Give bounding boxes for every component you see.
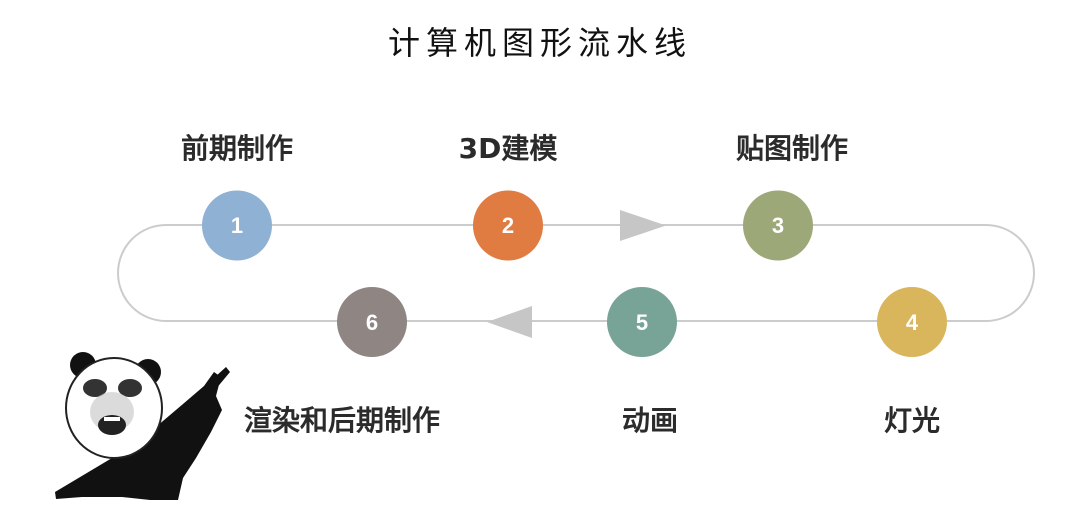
step-2: 3D建模 2: [459, 132, 559, 261]
step-4: 4 灯光: [877, 287, 947, 437]
step-5: 5 动画: [607, 287, 678, 437]
step-label: 前期制作: [181, 132, 293, 165]
diagram-title: 计算机图形流水线: [387, 24, 692, 62]
step-circle: [743, 190, 813, 261]
step-number: 6: [366, 310, 378, 335]
step-circle: [337, 287, 407, 357]
step-1: 前期制作 1: [181, 132, 293, 261]
arrow-right-icon: [620, 210, 666, 241]
step-circle: [202, 190, 272, 261]
step-number: 4: [906, 310, 919, 335]
step-circle: [473, 190, 543, 261]
step-label: 灯光: [884, 404, 940, 437]
pipeline-track: [117, 224, 1035, 322]
step-3: 贴图制作 3: [736, 132, 848, 261]
step-label: 渲染和后期制作: [244, 404, 440, 437]
arrow-left-icon: [487, 306, 532, 338]
panda-meme-icon: [55, 352, 230, 500]
step-label: 3D建模: [459, 132, 559, 165]
step-number: 3: [772, 213, 784, 238]
step-label: 动画: [622, 404, 678, 437]
step-6: 6 渲染和后期制作: [244, 287, 440, 437]
step-number: 5: [636, 310, 648, 335]
step-circle: [607, 287, 677, 357]
step-number: 1: [231, 213, 243, 238]
step-number: 2: [502, 213, 514, 238]
step-circle: [877, 287, 947, 357]
step-label: 贴图制作: [736, 132, 848, 165]
